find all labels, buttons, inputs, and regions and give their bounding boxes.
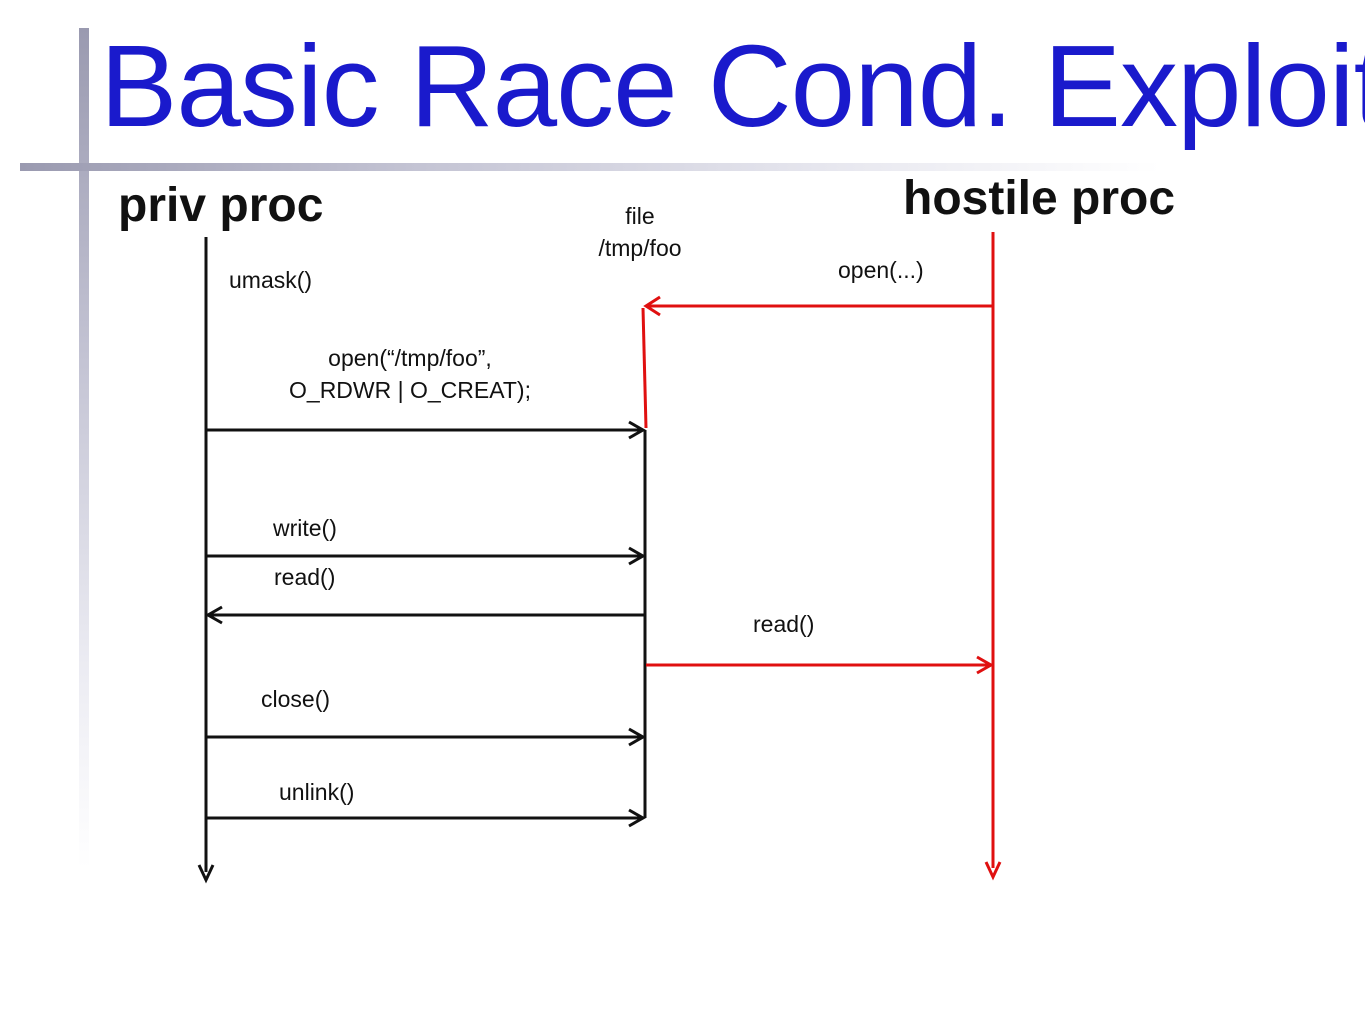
hostile-open-arrowhead — [643, 295, 661, 317]
close-label: close() — [261, 686, 331, 712]
decorative-vertical-bar — [79, 28, 89, 868]
write-arrowhead — [628, 546, 647, 566]
decorative-horizontal-bar — [20, 163, 1160, 171]
unlink-label: unlink() — [279, 779, 355, 805]
read-priv-arrowhead — [204, 605, 223, 625]
hostile-open-label: open(...) — [838, 257, 924, 283]
file-label: file /tmp/foo — [560, 200, 720, 264]
file-lifeline-hostile-segment — [641, 307, 648, 429]
close-arrowhead — [628, 727, 647, 747]
priv-lifeline-arrowhead — [197, 864, 215, 884]
unlink-arrowhead — [628, 808, 647, 828]
hostile-read-arrowhead — [976, 655, 995, 675]
open-arrowhead — [628, 420, 647, 440]
hostile-read-label: read() — [753, 611, 815, 637]
open-label-line2: O_RDWR | O_CREAT); — [289, 377, 531, 404]
hostile-lifeline-arrowhead — [984, 861, 1002, 881]
umask-label: umask() — [229, 267, 313, 293]
priv-proc-label: priv proc — [118, 179, 324, 232]
file-label-line1: file — [625, 203, 655, 229]
hostile-proc-label: hostile proc — [903, 172, 1176, 225]
open-label-line1: open(“/tmp/foo”, — [328, 345, 492, 371]
read-priv-label: read() — [274, 564, 336, 590]
open-label: open(“/tmp/foo”, O_RDWR | O_CREAT); — [250, 342, 570, 406]
file-label-line2: /tmp/foo — [598, 235, 682, 262]
write-label: write() — [273, 515, 337, 541]
slide-title: Basic Race Cond. Exploit — [100, 21, 1365, 151]
